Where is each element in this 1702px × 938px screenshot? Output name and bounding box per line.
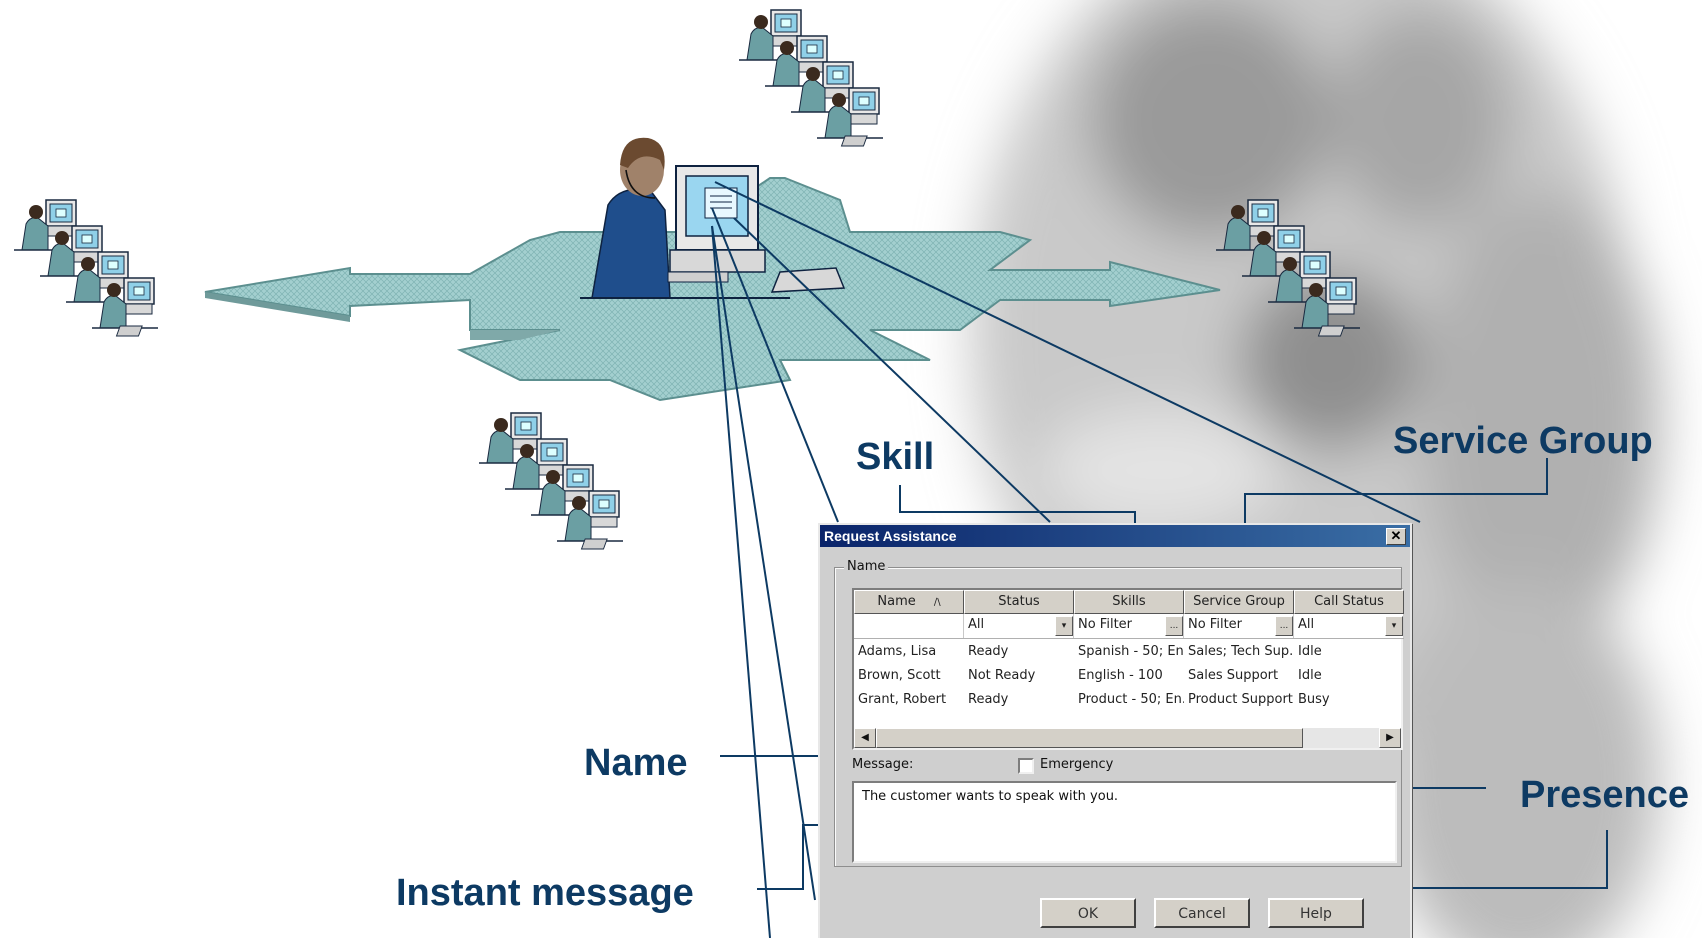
filter-service-group[interactable]: No Filter ... bbox=[1184, 614, 1294, 638]
filter-skills[interactable]: No Filter ... bbox=[1074, 614, 1184, 638]
agent-group-left bbox=[14, 200, 158, 336]
message-label: Message: bbox=[852, 757, 914, 772]
agent-group-bottom bbox=[479, 413, 623, 549]
table-row[interactable]: Brown, Scott Not Ready English - 100 Sal… bbox=[854, 664, 1394, 688]
filter-name bbox=[854, 614, 964, 638]
sort-ascending-icon: ∕\ bbox=[933, 597, 941, 608]
ok-button[interactable]: OK bbox=[1040, 898, 1136, 928]
callout-instant-message: Instant message bbox=[396, 872, 694, 914]
service-group-browse-button[interactable]: ... bbox=[1275, 616, 1293, 636]
cell-status: Ready bbox=[968, 644, 1009, 659]
cell-name: Brown, Scott bbox=[858, 668, 941, 683]
cell-skills: Spanish - 50; En... bbox=[1078, 644, 1184, 659]
scroll-left-icon[interactable]: ◀ bbox=[854, 728, 876, 748]
scrollbar-thumb[interactable] bbox=[876, 728, 1303, 748]
cell-name: Adams, Lisa bbox=[858, 644, 937, 659]
column-header-service-group[interactable]: Service Group bbox=[1184, 590, 1294, 614]
list-header: Name ∕\ Status Skills Service Group Call… bbox=[854, 590, 1404, 614]
agent-group-top bbox=[739, 10, 883, 146]
agent-rows: Adams, Lisa Ready Spanish - 50; En... Sa… bbox=[854, 640, 1394, 712]
callout-presence: Presence bbox=[1520, 774, 1690, 816]
close-icon[interactable]: ✕ bbox=[1386, 528, 1406, 545]
column-header-skills[interactable]: Skills bbox=[1074, 590, 1184, 614]
cell-name: Grant, Robert bbox=[858, 692, 947, 707]
help-button[interactable]: Help bbox=[1268, 898, 1364, 928]
agent-group-right bbox=[1216, 200, 1360, 336]
name-group-label: Name bbox=[844, 559, 889, 574]
filter-call-status-select[interactable]: All ▾ bbox=[1294, 614, 1404, 638]
scroll-right-icon[interactable]: ▶ bbox=[1379, 728, 1401, 748]
cell-skills: Product - 50; En... bbox=[1078, 692, 1184, 707]
cell-skills: English - 100 bbox=[1078, 668, 1163, 683]
cell-call-status: Busy bbox=[1298, 692, 1330, 707]
cell-call-status: Idle bbox=[1298, 644, 1322, 659]
cell-status: Not Ready bbox=[968, 668, 1036, 683]
cell-call-status: Idle bbox=[1298, 668, 1322, 683]
filter-row: All ▾ No Filter ... No Filter ... All ▾ bbox=[854, 614, 1404, 639]
cell-status: Ready bbox=[968, 692, 1009, 707]
cell-service-group: Product Support bbox=[1188, 692, 1293, 707]
table-row[interactable]: Grant, Robert Ready Product - 50; En... … bbox=[854, 688, 1394, 712]
chevron-down-icon[interactable]: ▾ bbox=[1055, 616, 1073, 636]
column-header-call-status[interactable]: Call Status bbox=[1294, 590, 1404, 614]
emergency-checkbox[interactable] bbox=[1018, 758, 1034, 774]
callout-skill: Skill bbox=[856, 436, 935, 478]
dialog-title: Request Assistance bbox=[824, 528, 957, 544]
cell-service-group: Sales; Tech Sup... bbox=[1188, 644, 1294, 659]
filter-status-select[interactable]: All ▾ bbox=[964, 614, 1074, 638]
callout-service-group: Service Group bbox=[1393, 420, 1653, 462]
dialog-titlebar: Request Assistance ✕ bbox=[820, 525, 1410, 547]
callout-name: Name bbox=[584, 742, 688, 784]
agent-list: Name ∕\ Status Skills Service Group Call… bbox=[852, 588, 1404, 750]
skills-browse-button[interactable]: ... bbox=[1165, 616, 1183, 636]
cancel-button[interactable]: Cancel bbox=[1154, 898, 1250, 928]
arrow-platform bbox=[204, 177, 1221, 402]
cell-service-group: Sales Support bbox=[1188, 668, 1279, 683]
column-header-name[interactable]: Name ∕\ bbox=[854, 590, 964, 614]
chevron-down-icon[interactable]: ▾ bbox=[1385, 616, 1403, 636]
column-header-status[interactable]: Status bbox=[964, 590, 1074, 614]
horizontal-scrollbar[interactable]: ◀ ▶ bbox=[854, 728, 1401, 748]
table-row[interactable]: Adams, Lisa Ready Spanish - 50; En... Sa… bbox=[854, 640, 1394, 664]
message-textarea[interactable]: The customer wants to speak with you. bbox=[852, 781, 1397, 863]
central-agent-illustration bbox=[580, 137, 846, 299]
request-assistance-dialog: Request Assistance ✕ Name Name ∕\ Status… bbox=[818, 523, 1412, 938]
emergency-label[interactable]: Emergency bbox=[1040, 757, 1114, 772]
